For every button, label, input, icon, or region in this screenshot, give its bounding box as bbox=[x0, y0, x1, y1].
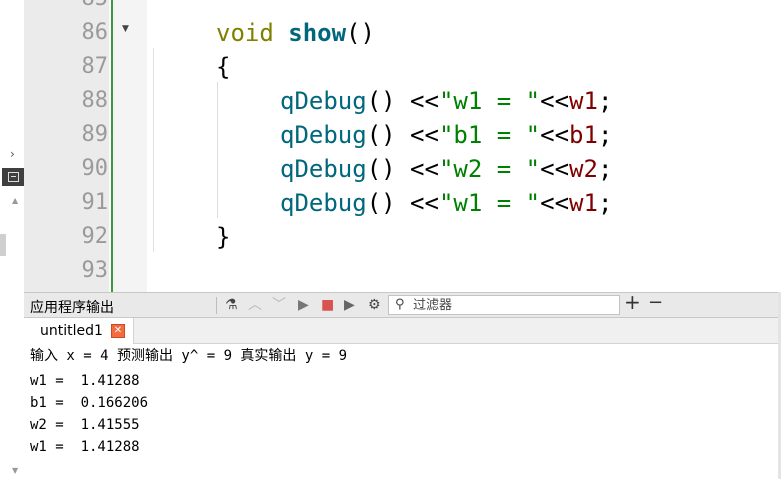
line-number: 87 bbox=[81, 54, 109, 79]
toolbar-separator bbox=[216, 297, 217, 314]
output-line: w2 = 1.41555 bbox=[30, 417, 140, 433]
stop-icon[interactable]: ■ bbox=[321, 297, 335, 313]
output-line: b1 = 0.166206 bbox=[30, 395, 149, 411]
line-number: 88 bbox=[81, 88, 109, 113]
panel-icon[interactable] bbox=[2, 168, 24, 186]
search-icon: ⚲ bbox=[395, 297, 405, 312]
output-line: w1 = 1.41288 bbox=[30, 439, 140, 455]
code-line-89: qDebug() <<"b1 = "<<b1; bbox=[280, 121, 613, 149]
pane-title: 应用程序输出 bbox=[30, 300, 114, 316]
code-line-92: } bbox=[216, 223, 231, 251]
output-line: 输入 x = 4 预测输出 y^ = 9 真实输出 y = 9 bbox=[30, 348, 348, 364]
build-icon[interactable]: ⚗ bbox=[225, 297, 238, 313]
indent-guide bbox=[217, 82, 218, 218]
change-marker-bar bbox=[111, 0, 113, 292]
debug-run-icon[interactable]: ▶ bbox=[344, 297, 355, 313]
code-line-88: qDebug() <<"w1 = "<<w1; bbox=[280, 87, 613, 115]
line-number: 93 bbox=[81, 258, 109, 283]
close-icon[interactable]: ✕ bbox=[111, 324, 125, 338]
fold-arrow-icon[interactable]: ▼ bbox=[122, 24, 129, 34]
add-button[interactable]: + bbox=[624, 290, 641, 314]
output-line: w1 = 1.41288 bbox=[30, 373, 140, 389]
code-line-87: { bbox=[216, 53, 231, 81]
run-icon[interactable]: ▶ bbox=[298, 297, 309, 313]
line-number: 92 bbox=[81, 224, 109, 249]
left-side-strip: › ▲ ▼ bbox=[0, 0, 24, 479]
filter-input[interactable] bbox=[413, 296, 613, 314]
gear-icon[interactable]: ⚙ bbox=[368, 297, 381, 313]
fold-column bbox=[113, 0, 147, 292]
scroll-down-icon[interactable]: ▼ bbox=[12, 466, 19, 475]
code-editor[interactable]: 85 86 87 88 89 90 91 92 93 ▼ void show()… bbox=[24, 0, 781, 292]
line-number: 89 bbox=[81, 122, 109, 147]
chevron-up-icon[interactable]: ︿ bbox=[248, 297, 262, 313]
code-line-90: qDebug() <<"w2 = "<<w2; bbox=[280, 155, 613, 183]
line-number: 86 bbox=[81, 20, 109, 45]
application-output[interactable]: 输入 x = 4 预测输出 y^ = 9 真实输出 y = 9 w1 = 1.4… bbox=[24, 344, 781, 479]
line-number: 85 bbox=[24, 0, 109, 16]
line-number-gutter: 85 86 87 88 89 90 91 92 93 bbox=[24, 0, 109, 292]
output-tab-bar: untitled1 ✕ bbox=[24, 318, 781, 344]
remove-button[interactable]: − bbox=[648, 292, 664, 313]
tab-untitled1[interactable]: untitled1 ✕ bbox=[24, 318, 134, 344]
filter-field[interactable]: ⚲ bbox=[388, 295, 620, 315]
line-number: 90 bbox=[81, 156, 109, 181]
tab-label: untitled1 bbox=[40, 323, 103, 339]
output-pane-toolbar: 应用程序输出 ⚗ ︿ ﹀ ▶ ■ ▶ ⚙ ⚲ + − bbox=[24, 292, 781, 318]
code-line-91: qDebug() <<"w1 = "<<w1; bbox=[280, 189, 613, 217]
chevron-right-icon[interactable]: › bbox=[10, 147, 15, 161]
output-scrollbar[interactable] bbox=[778, 292, 781, 479]
scroll-up-icon[interactable]: ▲ bbox=[12, 196, 19, 205]
line-number: 91 bbox=[81, 190, 109, 215]
chevron-down-icon[interactable]: ﹀ bbox=[272, 297, 286, 313]
code-line-86: void show() bbox=[216, 19, 375, 47]
scrollbar-thumb[interactable] bbox=[0, 234, 6, 256]
fold-range-line bbox=[153, 48, 154, 252]
